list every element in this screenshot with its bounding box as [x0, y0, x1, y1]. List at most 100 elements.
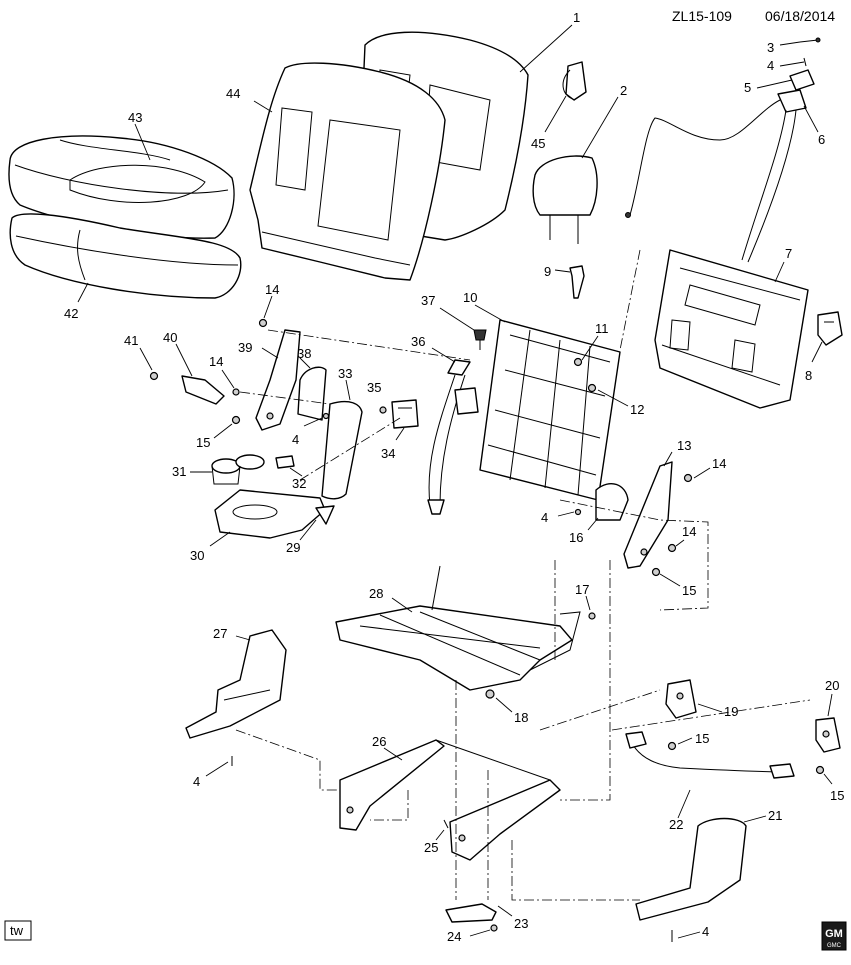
- callout-38: 38: [297, 346, 311, 361]
- callout-23: 23: [514, 916, 528, 931]
- callout-19: 19: [724, 704, 738, 719]
- gm-logo-line1: GM: [825, 928, 843, 940]
- mat-32: [275, 455, 295, 469]
- callout-42: 42: [64, 306, 78, 321]
- buckle-40: [181, 375, 225, 405]
- callout-3: 3: [767, 40, 774, 55]
- gm-logo-line2: GMC: [827, 943, 842, 949]
- side-panel-27: [185, 629, 287, 739]
- callout-13: 13: [677, 438, 691, 453]
- trim-16: [595, 482, 629, 521]
- latch-8: [817, 311, 843, 346]
- callout-20: 20: [825, 678, 839, 693]
- cable-assembly-3-6: [625, 37, 821, 263]
- callout-2: 2: [620, 83, 627, 98]
- clip-29: [315, 505, 335, 525]
- cable-22: [625, 731, 795, 779]
- strap-45: [562, 61, 587, 101]
- seat-back-cover-44: [249, 62, 446, 281]
- callout-14-d: 14: [682, 524, 696, 539]
- seat-cushion-cover-42: [9, 213, 242, 299]
- bolt-15-c: [667, 741, 677, 751]
- callout-15-b: 15: [682, 583, 696, 598]
- seat-cushion-cover-43: [8, 135, 235, 239]
- seat-back-frame-10: [479, 319, 621, 501]
- screw-4-b: [322, 412, 330, 420]
- seat-belt-36: [427, 359, 479, 515]
- bumper-18: [485, 689, 495, 699]
- latch-20: [815, 717, 841, 753]
- cover-panel-33: [321, 400, 363, 500]
- callout-6: 6: [818, 132, 825, 147]
- anchor-23: [445, 903, 497, 923]
- callout-10: 10: [463, 290, 477, 305]
- bolt-37: [473, 329, 487, 350]
- callout-31: 31: [172, 464, 186, 479]
- bolt-15-a: [231, 415, 241, 425]
- callout-34: 34: [381, 446, 395, 461]
- callout-30: 30: [190, 548, 204, 563]
- bolt-14-c: [683, 473, 693, 483]
- bolt-15-d: [815, 765, 825, 775]
- callout-35: 35: [367, 380, 381, 395]
- callout-4-b: 4: [292, 432, 299, 447]
- bolt-14-b: [232, 388, 240, 396]
- callout-15-c: 15: [695, 731, 709, 746]
- callout-29: 29: [286, 540, 300, 555]
- callout-4-e: 4: [702, 924, 709, 939]
- headrest-guide-9: [569, 265, 585, 299]
- callout-39: 39: [238, 340, 252, 355]
- tw-badge-box: [4, 920, 32, 941]
- clip-25: [443, 819, 449, 829]
- callout-40: 40: [163, 330, 177, 345]
- callout-9: 9: [544, 264, 551, 279]
- gm-logo: GM GMC: [821, 921, 847, 951]
- callout-14-b: 14: [209, 354, 223, 369]
- callout-32: 32: [292, 476, 306, 491]
- callout-8: 8: [805, 368, 812, 383]
- callout-28: 28: [369, 586, 383, 601]
- callout-5: 5: [744, 80, 751, 95]
- callout-33: 33: [338, 366, 352, 381]
- callout-4-top: 4: [767, 58, 774, 73]
- callout-26: 26: [372, 734, 386, 749]
- callout-25: 25: [424, 840, 438, 855]
- callout-18: 18: [514, 710, 528, 725]
- callout-22: 22: [669, 817, 683, 832]
- hinge-13: [623, 461, 673, 569]
- hinge-39: [255, 329, 301, 431]
- tw-badge: tw: [10, 923, 24, 938]
- screw-4-c: [574, 508, 582, 516]
- callout-36: 36: [411, 334, 425, 349]
- callout-43: 43: [128, 110, 142, 125]
- callout-11: 11: [595, 321, 609, 336]
- bolt-15-b: [651, 567, 661, 577]
- callout-15-a: 15: [196, 435, 210, 450]
- headrest-2: [532, 155, 598, 244]
- bolt-41: [149, 371, 159, 381]
- callout-41: 41: [124, 333, 138, 348]
- seat-cushion-frame-28: [335, 565, 581, 691]
- callout-7: 7: [785, 246, 792, 261]
- cup-holder-31: [211, 454, 265, 485]
- diagram-code: ZL15-109: [672, 8, 732, 24]
- callout-27: 27: [213, 626, 227, 641]
- callout-44: 44: [226, 86, 240, 101]
- bolt-14-d: [667, 543, 677, 553]
- callout-17: 17: [575, 582, 589, 597]
- console-30: [214, 489, 326, 539]
- bracket-19: [665, 679, 697, 719]
- bolt-12: [587, 383, 597, 393]
- riser-26: [339, 739, 561, 861]
- callout-4-d: 4: [193, 774, 200, 789]
- callout-45: 45: [531, 136, 545, 151]
- callout-15-d: 15: [830, 788, 844, 803]
- bolt-14-a: [258, 318, 268, 328]
- bracket-34: [391, 399, 419, 429]
- seat-back-panel-7: [654, 249, 809, 409]
- bolt-17: [588, 612, 596, 620]
- trim-38: [297, 366, 327, 421]
- diagram-date: 06/18/2014: [765, 8, 835, 24]
